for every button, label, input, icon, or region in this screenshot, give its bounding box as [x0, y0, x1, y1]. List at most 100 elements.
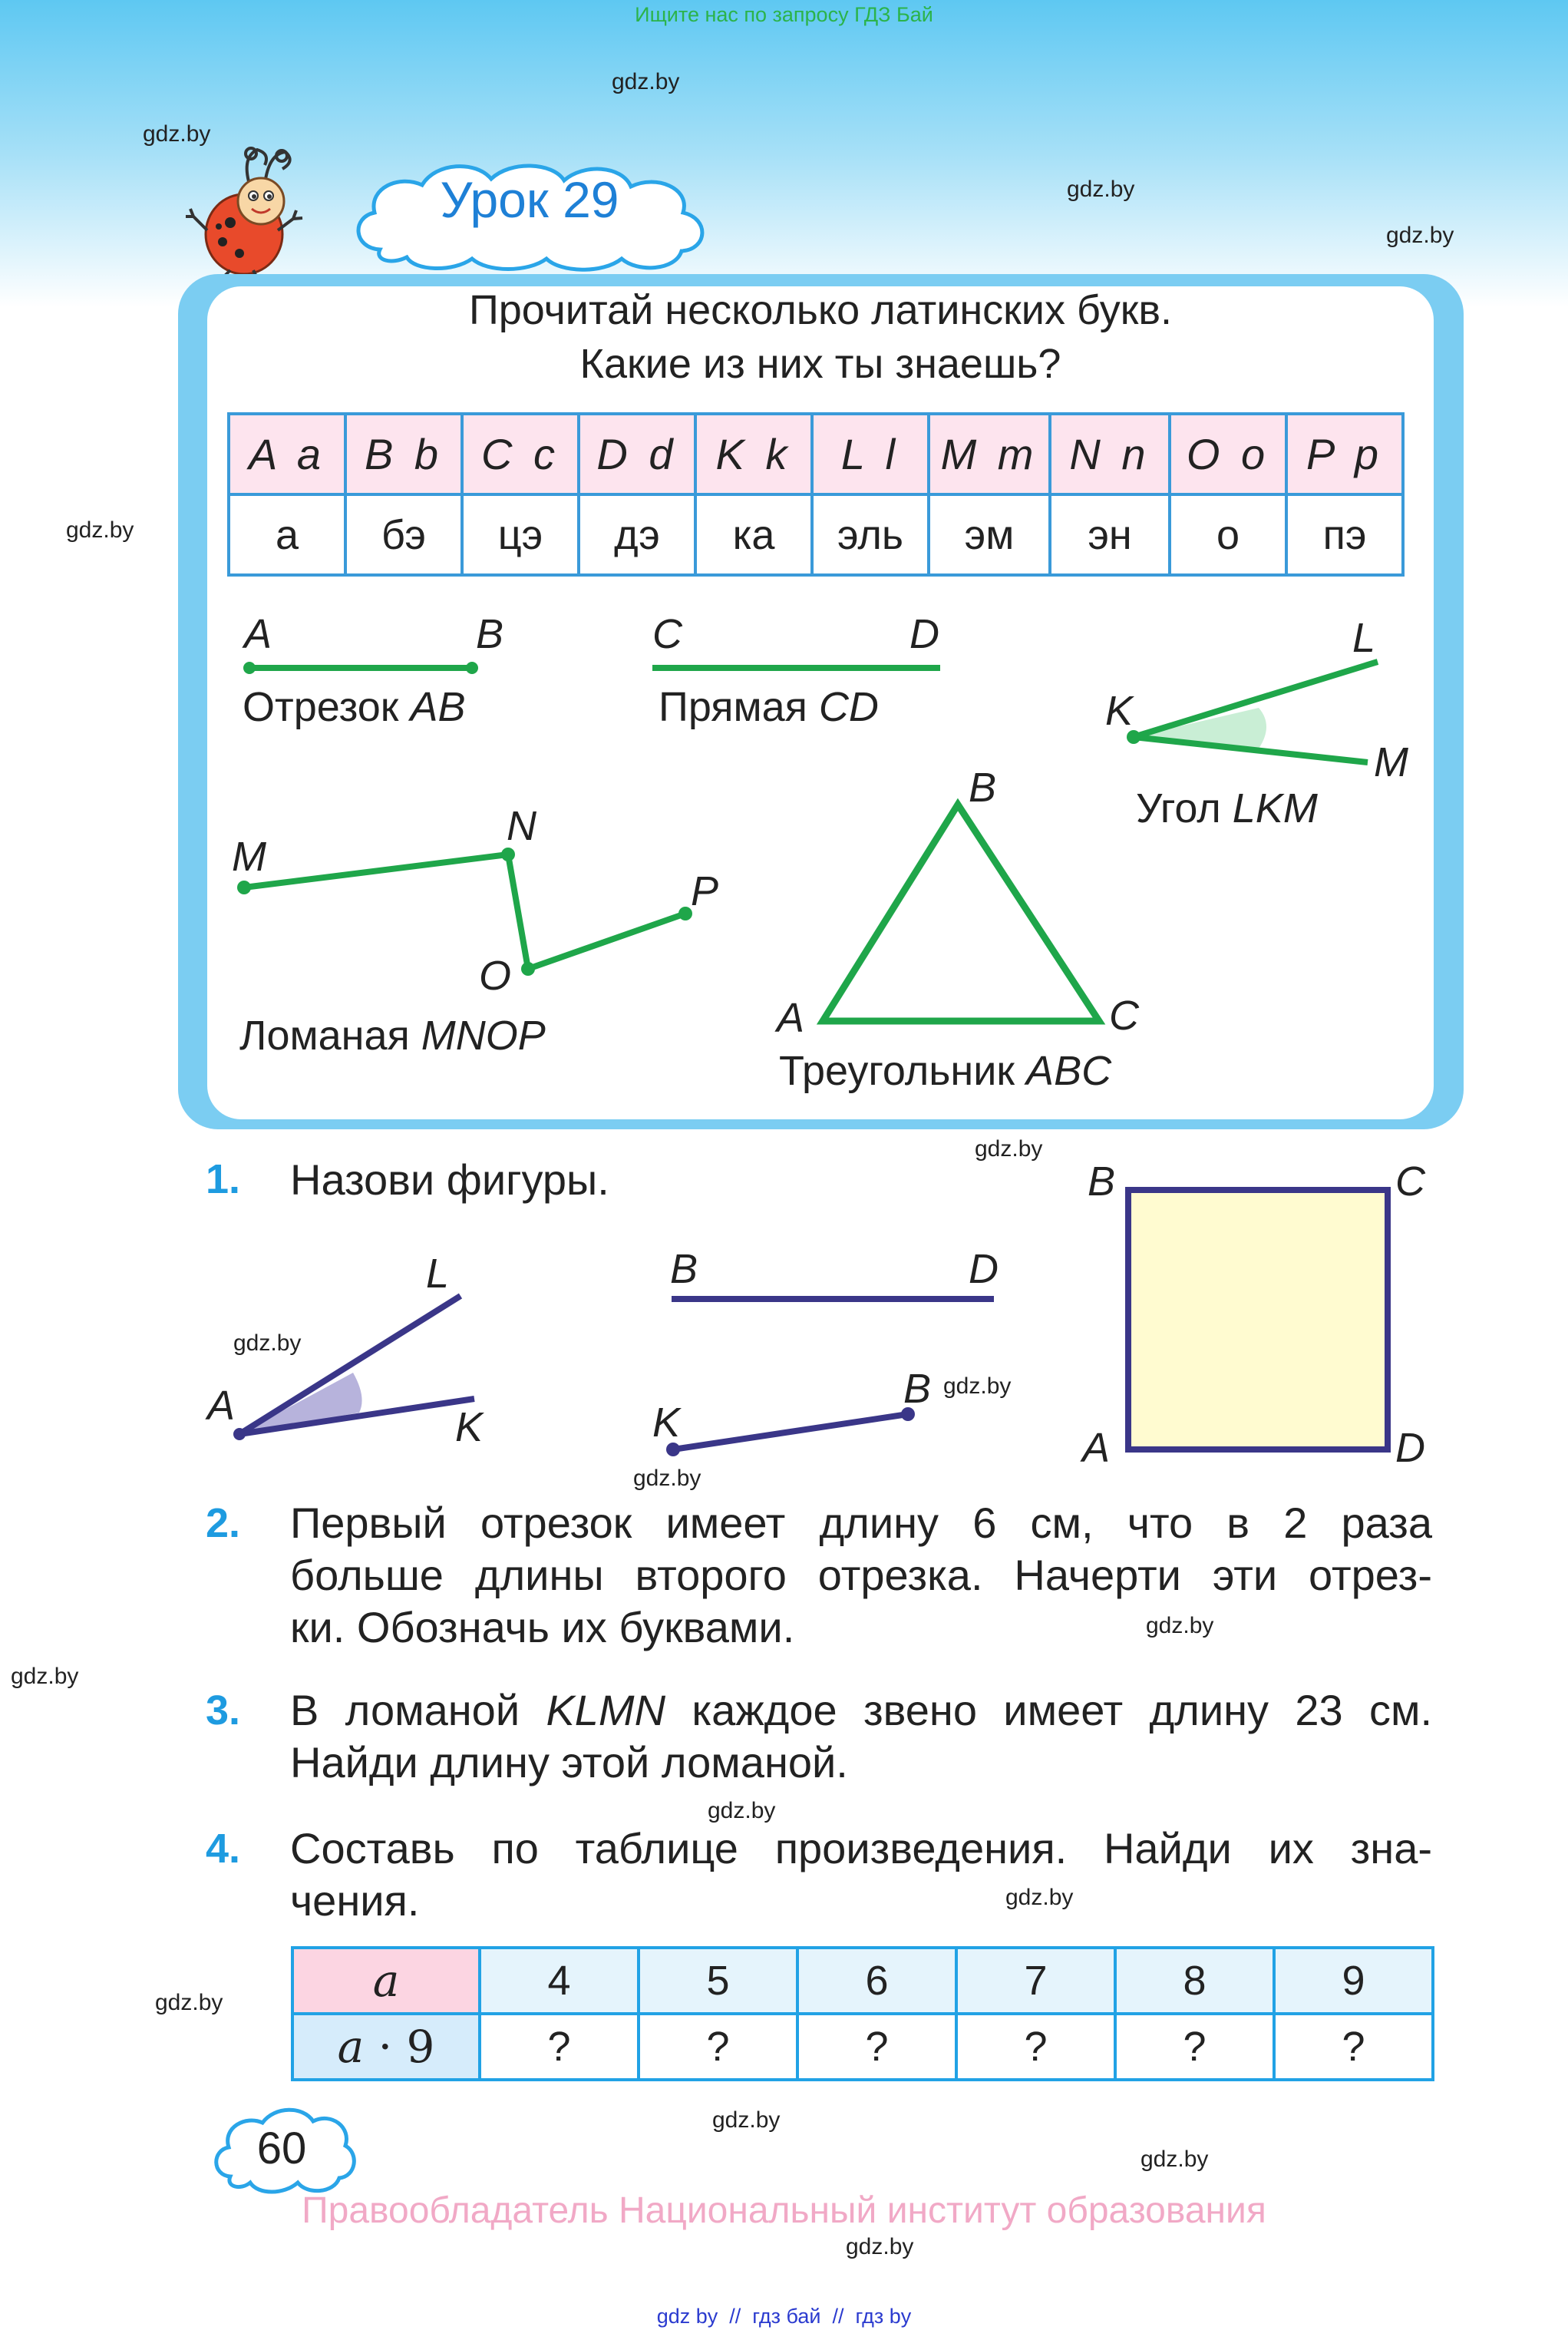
task-2-line: Первый отрезок имеет длину 6 см, что в 2…: [290, 1499, 1432, 1547]
point-label: D: [969, 1246, 999, 1292]
result-cell: ?: [796, 2012, 958, 2081]
latin-letters-table: A a B b C c D d K k L l M m N n O o P p …: [227, 412, 1405, 577]
task-2-line: больше длины второго отрезка. Начерти эт…: [290, 1551, 1432, 1599]
letter-name-cell: дэ: [577, 493, 697, 577]
task-2-text: Первый отрезок имеет длину 6 см, что в 2…: [290, 1497, 1432, 1654]
letter-cell: B b: [344, 412, 464, 496]
point-label: L: [426, 1251, 450, 1297]
letter-name-cell: пэ: [1285, 493, 1405, 577]
letter-name-cell: бэ: [344, 493, 464, 577]
letter-cell: A a: [227, 412, 347, 496]
task-3-line: В ломаной KLMN каждое звено имеет длину …: [290, 1686, 1432, 1734]
value-cell: 5: [637, 1946, 799, 2015]
segment-ab-figure: [243, 662, 478, 674]
value-cell: 4: [478, 1946, 640, 2015]
letter-name-cell: цэ: [460, 493, 580, 577]
point-label: K: [652, 1400, 681, 1446]
watermark: gdz.by: [975, 1136, 1043, 1162]
task-3-number: 3.: [206, 1687, 241, 1734]
ladybug-icon: [186, 147, 303, 282]
watermark: gdz.by: [155, 1990, 223, 2015]
watermark: gdz.by: [143, 121, 211, 147]
row-header-product: a · 9: [291, 2012, 481, 2081]
watermark: gdz.by: [11, 1664, 79, 1689]
task-1-text: Назови фигуры.: [290, 1155, 609, 1204]
task-4-text: Составь по таблице произведения. Найди и…: [290, 1823, 1432, 1927]
point-label: O: [479, 953, 512, 999]
letter-cell: P p: [1285, 412, 1405, 496]
letter-name-cell: эн: [1048, 493, 1171, 577]
line-caption: Прямая CD: [659, 684, 879, 730]
value-cell: 8: [1114, 1946, 1276, 2015]
row-header-a: a: [291, 1946, 481, 2015]
point-label: B: [969, 765, 997, 811]
page-number: 60: [256, 2124, 307, 2173]
letter-cell: C c: [460, 412, 580, 496]
point-label: B: [670, 1246, 698, 1292]
task-segment-figure: [666, 1407, 915, 1456]
point-label: C: [1109, 993, 1139, 1039]
bottom-links[interactable]: gdz by // гдз бай // гдз by: [656, 2305, 912, 2328]
segment-caption: Отрезок AB: [243, 684, 466, 730]
point-label: N: [507, 803, 536, 849]
watermark: gdz.by: [846, 2234, 914, 2259]
result-cell: ?: [955, 2012, 1117, 2081]
point-label: C: [652, 611, 682, 657]
task-2-number: 2.: [206, 1500, 241, 1546]
intro-line-1: Прочитай несколько латинских букв.: [468, 287, 1173, 333]
watermark: gdz.by: [1386, 223, 1454, 248]
header-note: Ищите нас по запросу ГДЗ Бай: [635, 3, 933, 26]
task-4-number: 4.: [206, 1826, 241, 1872]
letter-cell: N n: [1048, 412, 1171, 496]
result-cell: ?: [1114, 2012, 1276, 2081]
figures-drawing: [237, 659, 1379, 1025]
point-label: A: [1082, 1425, 1111, 1471]
point-label: M: [1374, 739, 1408, 785]
value-cell: 7: [955, 1946, 1117, 2015]
triangle-abc-figure: [816, 798, 1106, 1025]
value-cell: 9: [1273, 1946, 1434, 2015]
task-angle-figure: [233, 1293, 475, 1440]
point-label: K: [1105, 688, 1134, 734]
point-label: D: [1395, 1425, 1425, 1471]
polyline-mnop-figure: [237, 848, 692, 976]
result-cell: ?: [478, 2012, 640, 2081]
page-number-cloud: [214, 2107, 356, 2194]
angle-lkm-figure: [1127, 659, 1379, 765]
watermark: gdz.by: [712, 2107, 781, 2133]
watermark: gdz.by: [66, 517, 134, 543]
point-label: B: [903, 1366, 932, 1412]
copyright-notice: Правообладатель Национальный институт об…: [302, 2190, 1266, 2231]
point-label: L: [1352, 615, 1376, 661]
lesson-cloud: [356, 164, 705, 272]
watermark: gdz.by: [1141, 2147, 1209, 2172]
letter-name-cell: ка: [694, 493, 814, 577]
letter-name-cell: а: [227, 493, 347, 577]
watermark: gdz.by: [1146, 1613, 1214, 1638]
letter-name-cell: о: [1168, 493, 1288, 577]
point-label: A: [244, 611, 272, 657]
triangle-caption: Треугольник ABC: [779, 1048, 1112, 1094]
letter-cell: O o: [1168, 412, 1288, 496]
watermark: gdz.by: [943, 1373, 1012, 1399]
point-label: D: [909, 611, 939, 657]
task-4-line: Составь по таблице произведения. Найди и…: [290, 1824, 1432, 1872]
letter-cell: K k: [694, 412, 814, 496]
point-label: P: [691, 868, 719, 914]
task-3-line: Найди длину этой ломаной.: [290, 1738, 848, 1786]
lesson-title: Урок 29: [440, 171, 619, 228]
point-label: A: [777, 995, 805, 1041]
task-3-text: В ломаной KLMN каждое звено имеет длину …: [290, 1684, 1432, 1789]
watermark: gdz.by: [1005, 1885, 1074, 1910]
task-square-figure: [1125, 1187, 1391, 1453]
watermark: gdz.by: [612, 69, 680, 94]
point-label: K: [455, 1404, 484, 1450]
point-label: A: [207, 1383, 236, 1429]
task-1-number: 1.: [206, 1156, 241, 1202]
watermark: gdz.by: [708, 1798, 776, 1823]
letter-name-cell: эм: [927, 493, 1051, 577]
point-label: B: [476, 611, 504, 657]
letter-cell: M m: [927, 412, 1051, 496]
intro-line-2: Какие из них ты знаешь?: [579, 341, 1061, 387]
letter-cell: L l: [810, 412, 930, 496]
